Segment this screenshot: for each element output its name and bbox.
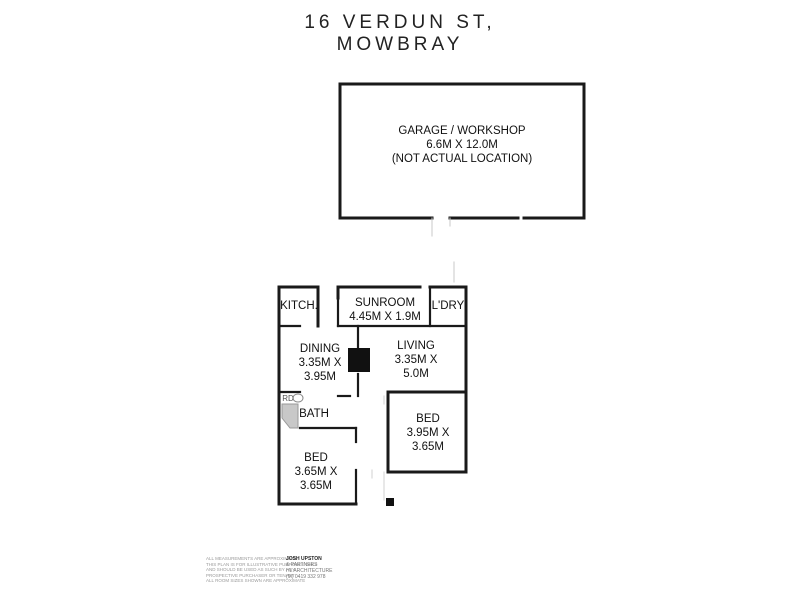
garage-door-markers — [431, 217, 455, 283]
sunroom-label: SUNROOM 4.45M X 1.9M — [349, 297, 421, 323]
bedroom-1-label: BED 3.95M X 3.65M — [406, 413, 450, 453]
interior-walls — [277, 285, 468, 506]
basin-icon — [292, 393, 304, 403]
fireplace-block — [348, 348, 370, 372]
disclaimer-text: ALL MEASUREMENTS ARE APPROXIMATE THIS PL… — [206, 556, 318, 583]
laundry-label: L'DRY — [431, 300, 465, 312]
garage-outline — [338, 82, 586, 220]
bath-label: BATH — [299, 408, 329, 420]
page-title-line-2: MOWBRAY — [336, 34, 464, 55]
bedroom-2-label: BED 3.65M X 3.65M — [294, 452, 338, 492]
dining-label: DINING 3.35M X 3.95M — [298, 343, 342, 383]
bath-fixture-label: RD — [282, 394, 294, 403]
firm-credit: JOSH UPSTON & PARTNERS HL ARCHITECTURE (… — [286, 556, 333, 580]
living-label: LIVING 3.35M X 5.0M — [394, 340, 438, 380]
house-outer-walls — [277, 285, 468, 506]
page-title-line-1: 16 VERDUN ST, — [304, 12, 496, 33]
bath-shower-icon — [281, 403, 299, 429]
door-swing-markers — [371, 395, 385, 501]
entry-post — [386, 498, 394, 506]
garage-label: GARAGE / WORKSHOP 6.6M X 12.0M (NOT ACTU… — [391, 125, 533, 165]
kitchen-label: KITCH. — [280, 300, 318, 312]
